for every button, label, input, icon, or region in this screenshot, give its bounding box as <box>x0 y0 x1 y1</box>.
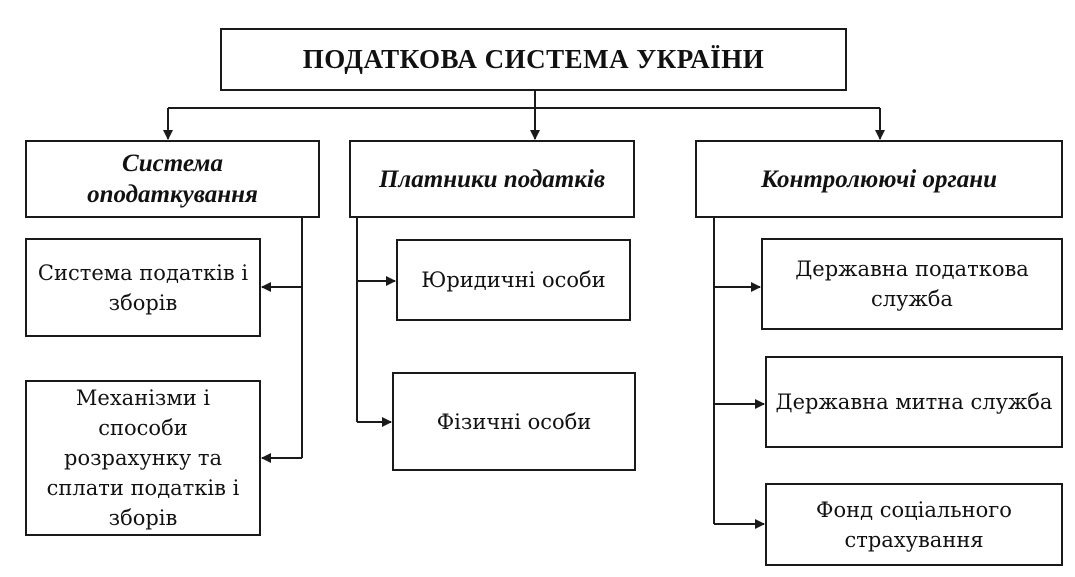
category-controlling-bodies: Контролюючі органи <box>695 140 1063 218</box>
item-individuals: Фізичні особи <box>392 372 636 471</box>
item-tax-system: Система податків і зборів <box>25 238 261 337</box>
category-taxation-system: Система оподаткування <box>25 140 320 218</box>
item-legal-entities: Юридичні особи <box>396 239 631 321</box>
item-social-fund: Фонд соціального страхування <box>765 483 1063 566</box>
item-customs-service: Державна митна служба <box>765 356 1063 448</box>
item-tax-service: Державна податкова служба <box>761 238 1063 330</box>
category-taxpayers: Платники податків <box>349 140 635 218</box>
diagram-title: ПОДАТКОВА СИСТЕМА УКРАЇНИ <box>220 28 847 91</box>
item-mechanisms: Механізми і способи розрахунку та сплати… <box>25 380 261 536</box>
